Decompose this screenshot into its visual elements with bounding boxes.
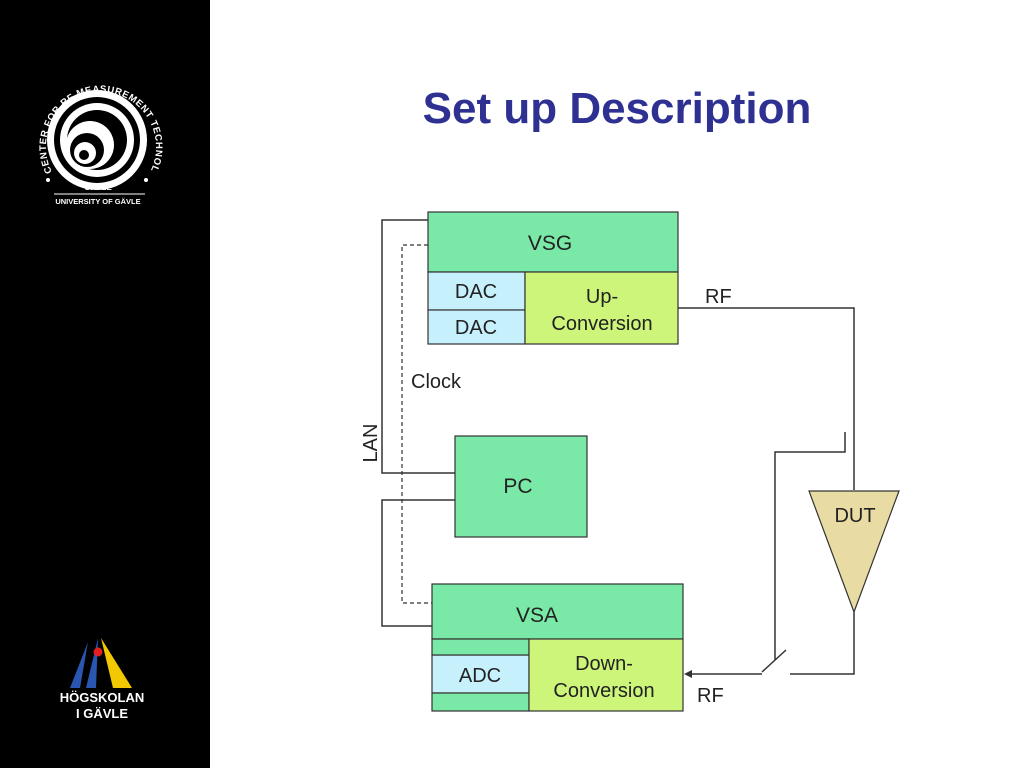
dut-label: DUT — [834, 505, 875, 527]
vsg-upconv-line2: Conversion — [551, 313, 652, 335]
dut-block: DUT — [808, 490, 900, 614]
crmt-dot-right — [144, 178, 148, 182]
hig-line2: I GÄVLE — [76, 706, 128, 721]
switch-icon — [761, 649, 787, 673]
clock-label: Clock — [411, 371, 462, 393]
lan-wires — [381, 219, 455, 627]
hig-line1: HÖGSKOLAN — [60, 690, 145, 705]
pc-label: PC — [503, 475, 532, 498]
crmt-dot-left — [46, 178, 50, 182]
sidebar: CENTER FOR RF MEASUREMENT TECHNOLOGY GÄV… — [0, 0, 210, 768]
slide-title: Set up Description — [422, 84, 812, 133]
rf-in-arrow-icon — [684, 670, 692, 678]
vsa-label: VSA — [516, 604, 558, 627]
rf-out-wire — [678, 307, 855, 490]
bypass-stub — [774, 432, 846, 660]
crmt-logo: CENTER FOR RF MEASUREMENT TECHNOLOGY GÄV… — [0, 0, 163, 206]
hig-logo: HÖGSKOLAN I GÄVLE — [60, 638, 145, 721]
crmt-university: UNIVERSITY OF GÄVLE — [55, 197, 140, 206]
crmt-city: GÄVLE — [84, 183, 112, 192]
lan-label: LAN — [360, 424, 382, 463]
rf-in-label: RF — [697, 685, 724, 707]
crmt-rings-icon — [47, 90, 147, 190]
vsa-adc: ADC — [459, 665, 501, 687]
vsa-downconv-line1: Down- — [575, 653, 633, 675]
vsg-dac2: DAC — [455, 317, 497, 339]
vsg-upconv-line1: Up- — [586, 286, 618, 308]
pc-block: PC — [454, 435, 588, 538]
vsg-label: VSG — [528, 232, 572, 255]
rf-out-label: RF — [705, 286, 732, 308]
rf-return-wire — [790, 612, 855, 675]
hig-emblem-icon — [70, 638, 132, 688]
vsg-block: VSG DAC DAC Up- Conversion — [427, 211, 679, 345]
vsg-dac1: DAC — [455, 281, 497, 303]
clock-wire — [401, 244, 432, 604]
vsa-downconv-line2: Conversion — [553, 680, 654, 702]
vsa-block: VSA ADC Down- Conversion — [431, 583, 684, 712]
